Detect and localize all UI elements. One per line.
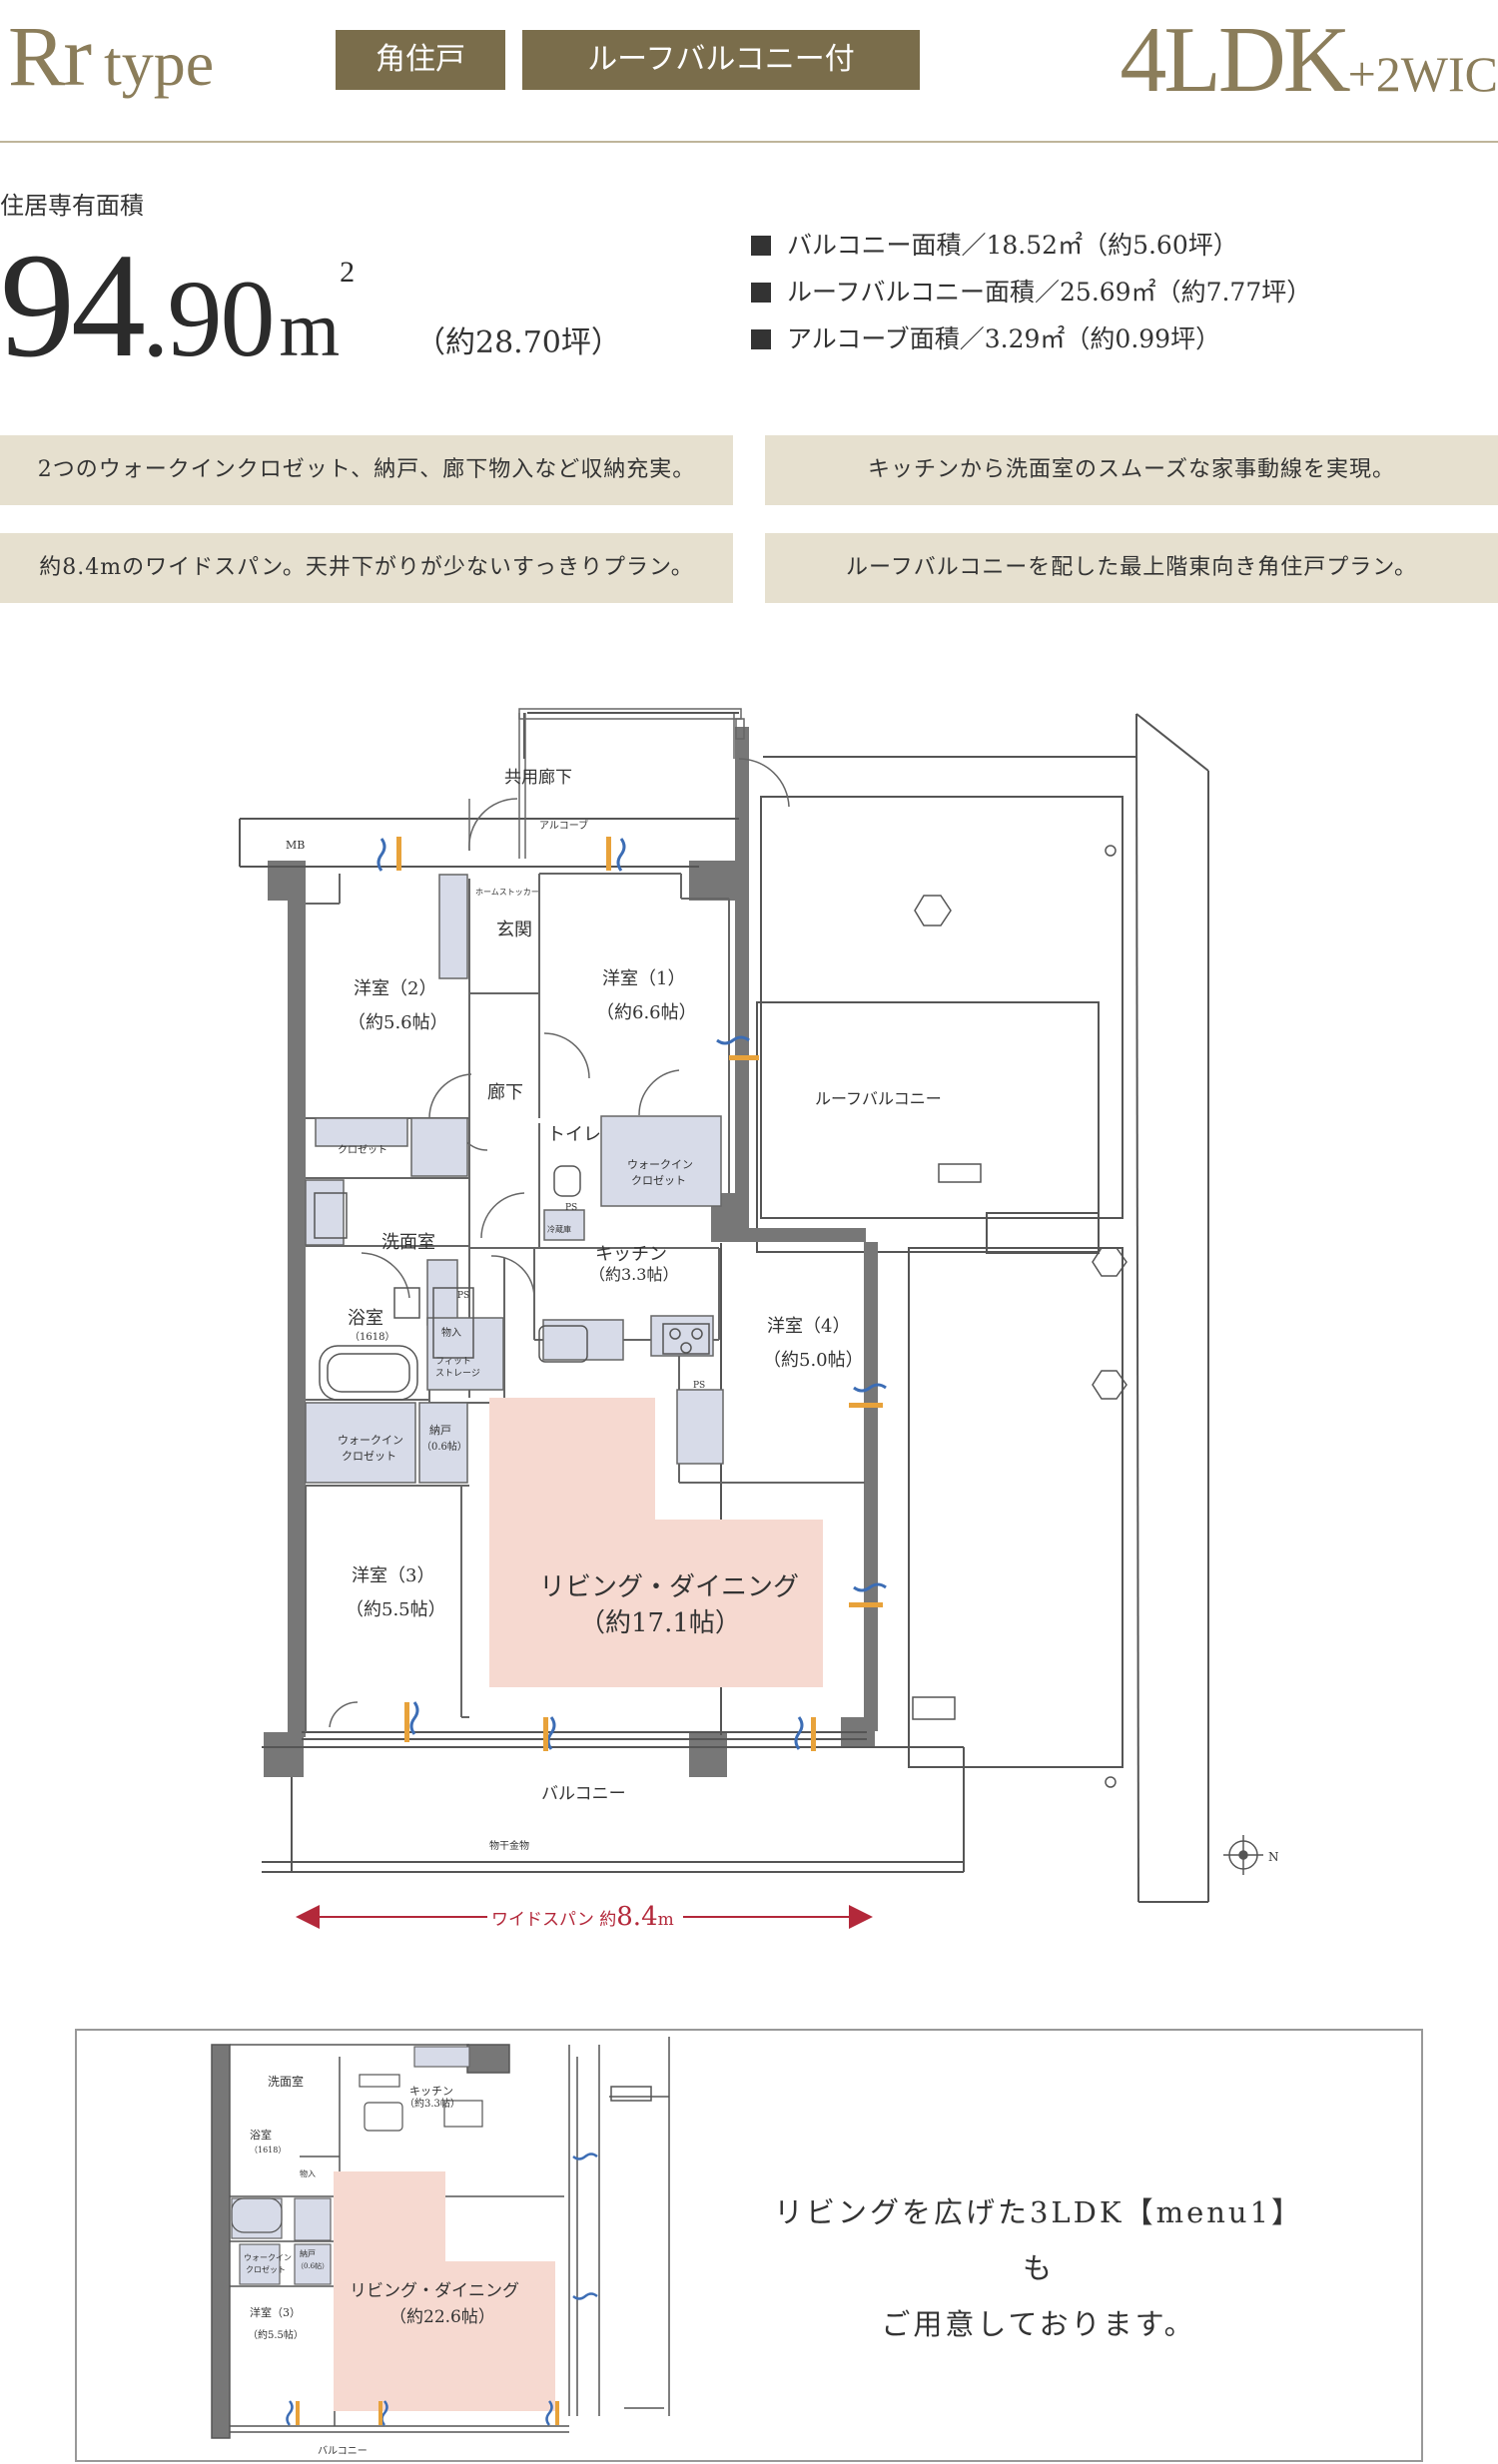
label-western1-size: （約6.6帖） xyxy=(596,1002,697,1023)
label-fit-storage-2: ストレージ xyxy=(435,1369,480,1379)
layout-main: 4LDK xyxy=(1120,8,1350,112)
label-mb: MB xyxy=(286,839,305,852)
label-ps-1: PS xyxy=(565,1203,577,1213)
label-western3-size: （約5.5帖） xyxy=(346,1599,446,1620)
type-word: type xyxy=(104,28,215,99)
label-toilet: トイレ xyxy=(547,1124,601,1145)
label-western1: 洋室（1） xyxy=(602,968,685,989)
layout-code: 4LDK+2WIC xyxy=(1120,6,1498,114)
label-roof-balcony: ルーフバルコニー xyxy=(815,1089,942,1108)
north-label: N xyxy=(1268,1850,1279,1864)
header-divider xyxy=(0,141,1498,143)
storage-areas xyxy=(305,874,724,1484)
room-labels: 共用廊下 アルコーブ MB 玄関 ホームストッカー 洋室（2） （約5.6帖） … xyxy=(286,768,942,1852)
area-integer: 94 xyxy=(0,223,146,388)
span-label-bg xyxy=(487,1901,683,1933)
label-bath-size: （1618） xyxy=(350,1331,394,1343)
tag-roof-balcony: ルーフバルコニー付 xyxy=(522,30,920,90)
label-ps-3: PS xyxy=(693,1381,705,1391)
roof-balcony-outline xyxy=(756,713,1209,1903)
label-wic1: ウォークイン xyxy=(627,1158,693,1171)
corridor-railing xyxy=(518,708,745,859)
label-western4: 洋室（4） xyxy=(767,1316,850,1337)
label-entrance: 玄関 xyxy=(496,920,532,940)
square-bullet-icon xyxy=(751,283,771,303)
interior-partitions xyxy=(305,873,865,1732)
label-western2-size: （約5.6帖） xyxy=(348,1012,448,1033)
wall-lines xyxy=(239,712,965,1873)
label-western4-size: （約5.0帖） xyxy=(763,1350,864,1371)
label-living-size: （約17.1帖） xyxy=(579,1608,741,1638)
label-western2: 洋室（2） xyxy=(354,978,436,999)
area-decimal: .90 xyxy=(142,258,275,379)
label-wic1-2: クロゼット xyxy=(631,1174,686,1187)
menu-note-line1: リビングを広げた3LDK【menu1】も xyxy=(773,2195,1304,2285)
menu-note: リビングを広げた3LDK【menu1】も ご用意しております。 xyxy=(759,2184,1318,2352)
label-living: リビング・ダイニング xyxy=(539,1572,799,1602)
label-western3: 洋室（3） xyxy=(352,1565,434,1586)
square-bullet-icon xyxy=(751,329,771,349)
label-common-corridor: 共用廊下 xyxy=(504,768,572,788)
living-dining-fill xyxy=(489,1398,823,1687)
label-closet-w2: クロゼット xyxy=(338,1144,387,1156)
airflow-arrows xyxy=(376,837,887,1751)
roof-balcony-details xyxy=(912,845,1127,1788)
fixtures xyxy=(314,1165,710,1401)
spec-balcony: バルコニー面積／18.52㎡（約5.60坪） xyxy=(751,222,1311,269)
feature-storage: 2つのウォークインクロゼット、納戸、廊下物入など収納充実。 xyxy=(0,435,733,505)
menu-note-line2: ご用意しております。 xyxy=(881,2307,1196,2341)
span-label: ワイドスパン 約8.4m xyxy=(491,1902,674,1932)
label-wic2: ウォークイン xyxy=(338,1434,403,1447)
area-square: 2 xyxy=(340,256,356,289)
area-value: 94.90m2 xyxy=(0,220,355,391)
label-kitchen: キッチン xyxy=(595,1244,667,1265)
label-nando: 納戸 xyxy=(429,1424,451,1437)
spec-alcove: アルコーブ面積／3.29㎡（約0.99坪） xyxy=(751,315,1311,362)
label-balcony: バルコニー xyxy=(541,1784,626,1804)
label-washroom: 洗面室 xyxy=(381,1232,435,1253)
feature-corner-plan: ルーフバルコニーを配した最上階東向き角住戸プラン。 xyxy=(765,533,1498,603)
layout-suffix: +2WIC xyxy=(1347,46,1498,102)
label-bath: 浴室 xyxy=(348,1308,383,1329)
label-hallway: 廊下 xyxy=(487,1082,523,1103)
label-wic2-2: クロゼット xyxy=(342,1450,396,1463)
area-tsubo: （約28.70坪） xyxy=(415,325,621,360)
spec-list: バルコニー面積／18.52㎡（約5.60坪） ルーフバルコニー面積／25.69㎡… xyxy=(751,222,1311,362)
area-unit: m xyxy=(279,286,341,372)
label-fridge: 冷蔵庫 xyxy=(547,1224,571,1234)
feature-wide-span: 約8.4mのワイドスパン。天井下がりが少ないすっきりプラン。 xyxy=(0,533,733,603)
label-alcove: アルコーブ xyxy=(539,819,588,832)
label-kitchen-size: （約3.3帖） xyxy=(589,1265,678,1284)
spec-roof-balcony: ルーフバルコニー面積／25.69㎡（約7.77坪） xyxy=(751,269,1311,315)
label-fit-storage: フィット xyxy=(435,1357,471,1367)
compass-icon xyxy=(1223,1835,1263,1875)
type-prefix: Rr xyxy=(8,8,92,104)
label-ps-2: PS xyxy=(457,1291,469,1301)
label-nando-size: （0.6帖） xyxy=(421,1440,467,1453)
label-clothes-pole: 物干金物 xyxy=(489,1839,529,1852)
label-storage: 物入 xyxy=(441,1326,461,1339)
door-swings xyxy=(329,758,790,1728)
square-bullet-icon xyxy=(751,236,771,256)
exterior-walls xyxy=(264,727,878,1777)
tag-corner-unit: 角住戸 xyxy=(336,30,505,90)
label-home-stocker: ホームストッカー xyxy=(475,888,539,897)
feature-kitchen-flow: キッチンから洗面室のスムーズな家事動線を実現。 xyxy=(765,435,1498,505)
area-label: 住居専有面積 xyxy=(0,192,144,220)
